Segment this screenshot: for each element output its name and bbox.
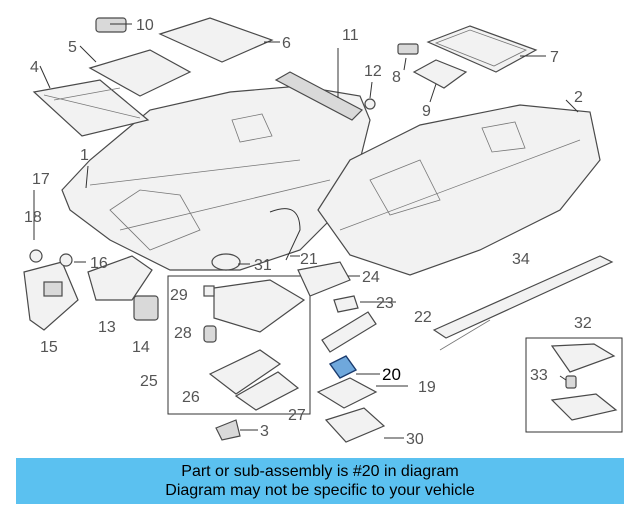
part-20-highlighted bbox=[328, 355, 358, 379]
callout-29: 29 bbox=[170, 287, 188, 304]
bracket-22 bbox=[321, 311, 377, 353]
switch-33 bbox=[550, 393, 618, 421]
hook-12 bbox=[364, 98, 376, 110]
bulb-29 bbox=[203, 285, 215, 297]
callout-27: 27 bbox=[288, 407, 306, 424]
callout-1: 1 bbox=[80, 147, 89, 164]
callout-16: 16 bbox=[90, 255, 108, 272]
callout-32: 32 bbox=[574, 315, 592, 332]
panel-27 bbox=[234, 371, 300, 411]
group-box-25 bbox=[167, 275, 311, 415]
clip-28 bbox=[203, 325, 217, 343]
callout-17: 17 bbox=[32, 171, 50, 188]
banner-line-2: Diagram may not be specific to your vehi… bbox=[165, 482, 475, 499]
callout-34: 34 bbox=[512, 251, 530, 268]
callout-33: 33 bbox=[530, 367, 548, 384]
wire-21 bbox=[269, 208, 301, 261]
callout-14: 14 bbox=[132, 339, 150, 356]
console-13 bbox=[87, 255, 153, 301]
callout-3: 3 bbox=[260, 423, 269, 440]
callout-12: 12 bbox=[364, 63, 382, 80]
console-25 bbox=[213, 279, 306, 333]
clip-8 bbox=[397, 43, 419, 55]
callout-5: 5 bbox=[68, 39, 77, 56]
callout-31: 31 bbox=[254, 257, 272, 274]
pad-4 bbox=[32, 79, 150, 137]
callout-23: 23 bbox=[376, 295, 394, 312]
leader-lines bbox=[33, 23, 579, 439]
console-32 bbox=[550, 343, 616, 373]
callout-11: 11 bbox=[342, 27, 359, 44]
pad-5 bbox=[88, 49, 192, 97]
trim-34 bbox=[432, 255, 614, 339]
clip-16 bbox=[59, 253, 73, 267]
callout-15: 15 bbox=[40, 339, 58, 356]
callout-24: 24 bbox=[362, 269, 380, 286]
clip-18 bbox=[29, 249, 43, 263]
info-banner: Part or sub-assembly is #20 in diagram D… bbox=[16, 458, 624, 504]
callout-18: 18 bbox=[24, 209, 42, 226]
callout-2: 2 bbox=[574, 89, 583, 106]
headliner-right bbox=[317, 104, 601, 276]
bracket-24 bbox=[297, 261, 351, 297]
clip-10 bbox=[95, 17, 127, 33]
group-box-32 bbox=[525, 337, 623, 433]
callout-9: 9 bbox=[422, 103, 431, 120]
rail-11 bbox=[274, 71, 363, 121]
callout-28: 28 bbox=[174, 325, 192, 342]
banner-line-1: Part or sub-assembly is #20 in diagram bbox=[181, 463, 459, 480]
callout-8: 8 bbox=[392, 69, 401, 86]
clip-33 bbox=[565, 375, 577, 389]
callout-21: 21 bbox=[300, 251, 318, 268]
panel-30 bbox=[324, 407, 386, 443]
lamp-9 bbox=[412, 59, 468, 89]
switch-14 bbox=[133, 295, 159, 321]
frame-7 bbox=[426, 25, 538, 73]
pad-6 bbox=[158, 17, 274, 63]
lamp-19 bbox=[316, 377, 378, 409]
callout-7: 7 bbox=[550, 49, 559, 66]
callout-13: 13 bbox=[98, 319, 116, 336]
callout-26: 26 bbox=[182, 389, 200, 406]
parts-diagram: 10 6 5 4 7 8 9 11 12 2 1 17 18 16 31 21 … bbox=[23, 17, 623, 448]
callout-22: 22 bbox=[414, 309, 432, 326]
lens-26 bbox=[208, 349, 282, 395]
screw-3 bbox=[215, 419, 241, 441]
callout-10: 10 bbox=[136, 17, 154, 34]
callout-30: 30 bbox=[406, 431, 424, 448]
callout-25: 25 bbox=[140, 373, 158, 390]
callout-6: 6 bbox=[282, 35, 291, 52]
sensor-31 bbox=[211, 253, 241, 271]
callout-19: 19 bbox=[418, 379, 436, 396]
callout-4: 4 bbox=[30, 59, 39, 76]
clip-23 bbox=[333, 295, 359, 313]
callout-20: 20 bbox=[382, 365, 401, 384]
